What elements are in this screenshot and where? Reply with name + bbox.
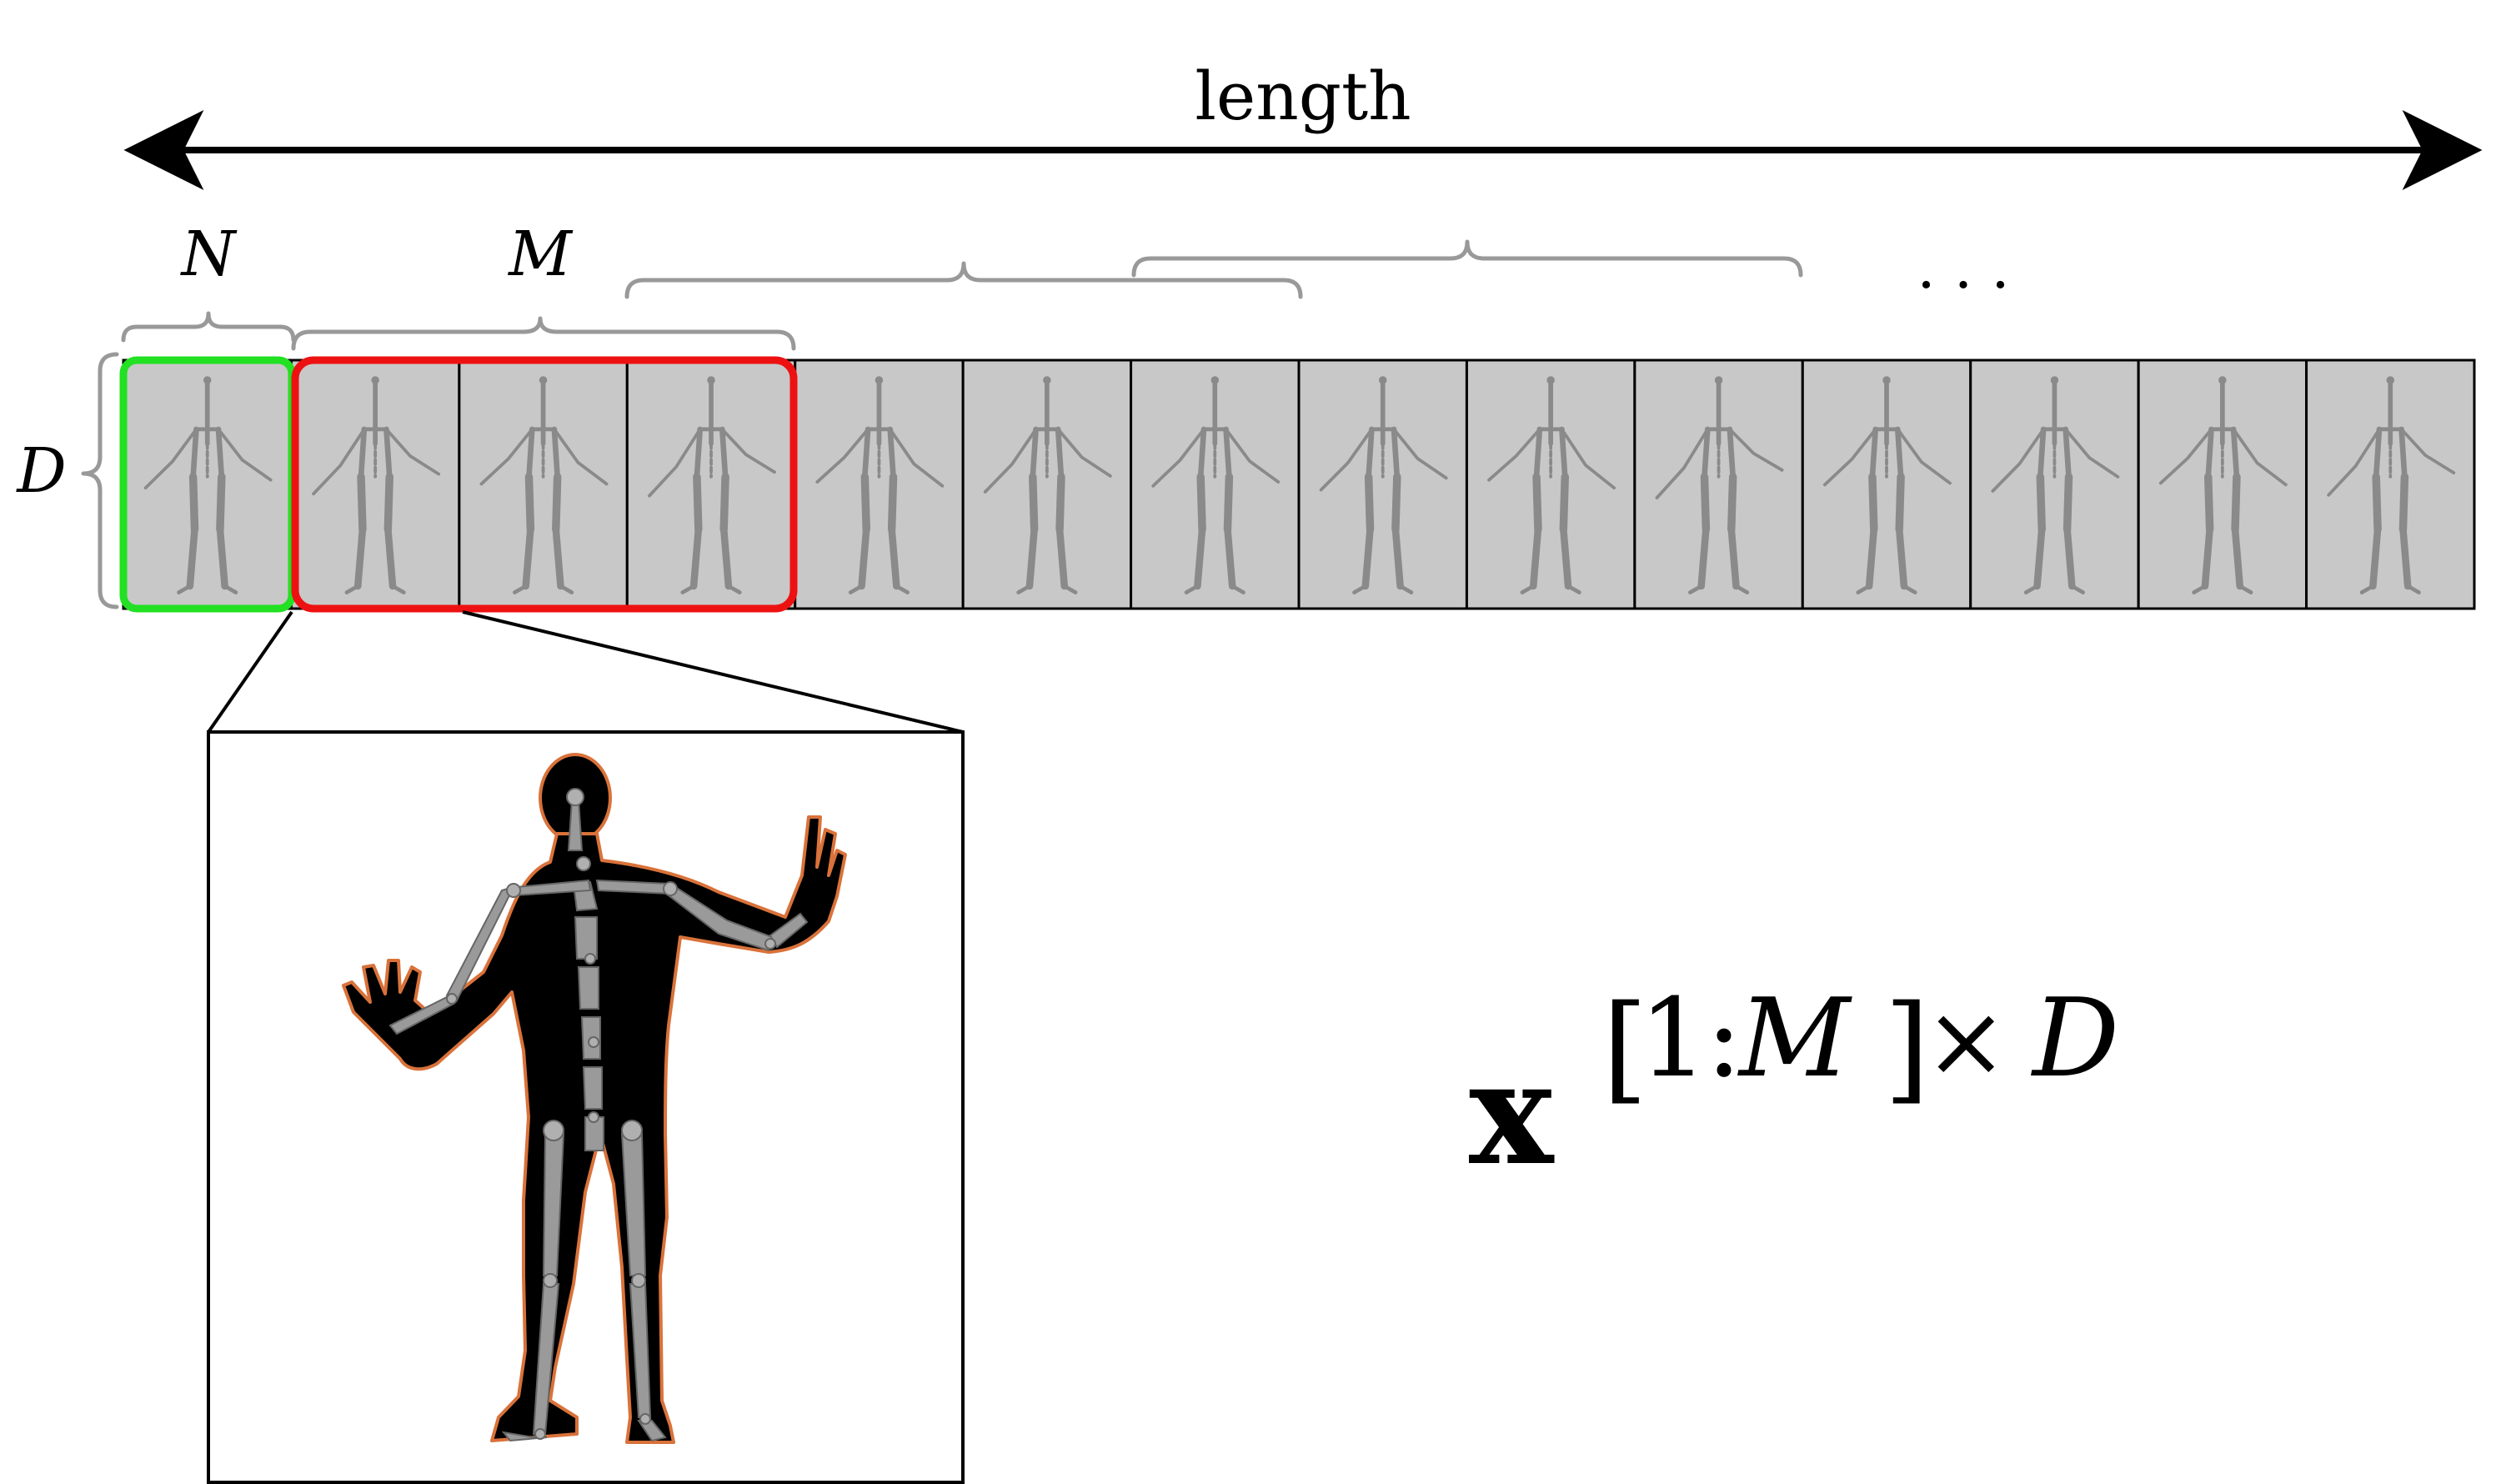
skeleton-figure-icon xyxy=(815,376,945,592)
n-label: N xyxy=(180,218,238,290)
skeleton-figure-icon xyxy=(143,376,273,592)
skeleton-figure-icon xyxy=(647,376,776,592)
window-brace-2 xyxy=(1131,239,1803,278)
m-window xyxy=(291,356,798,613)
m-label: M xyxy=(507,218,574,290)
skeleton-figure-icon xyxy=(983,376,1112,592)
skeleton-figure-icon xyxy=(1822,376,1952,592)
skeleton-figure-icon xyxy=(1319,376,1448,592)
skeleton-figure-icon xyxy=(1655,376,1784,592)
braces-group xyxy=(81,239,1803,609)
formula-rbracket: ] xyxy=(1884,980,1930,1116)
formula-times: × xyxy=(1924,984,2008,1100)
formula-colon: : xyxy=(1706,975,1742,1101)
zoom-connector xyxy=(207,610,964,734)
human-silhouette-skeleton-icon xyxy=(342,753,847,1444)
formula-m: M xyxy=(1737,975,1852,1101)
skeleton-figure-icon xyxy=(1991,376,2120,592)
formula-base: x xyxy=(1469,1030,1555,1197)
dimension-formula: x [ 1 : M ] × D xyxy=(1469,975,2119,1197)
formula-one: 1 xyxy=(1639,975,1708,1101)
formula-lbracket: [ xyxy=(1602,980,1648,1116)
skeleton-figure-icon xyxy=(1151,376,1281,592)
d-brace xyxy=(81,352,119,609)
skeleton-figure-icon xyxy=(1487,376,1616,592)
skeleton-figure-icon xyxy=(2158,376,2288,592)
m-brace xyxy=(291,316,796,351)
length-label: length xyxy=(1195,58,1411,135)
skeleton-figure-icon xyxy=(312,376,441,592)
window-brace-1 xyxy=(624,261,1303,299)
frame-strip xyxy=(122,358,2476,610)
skeleton-figure-icon xyxy=(2327,376,2456,592)
d-label: D xyxy=(15,435,66,507)
formula-d: D xyxy=(2031,975,2119,1101)
ellipsis: . . . xyxy=(1917,233,2009,302)
n-brace xyxy=(121,311,296,343)
skeleton-figure-icon xyxy=(479,376,609,592)
